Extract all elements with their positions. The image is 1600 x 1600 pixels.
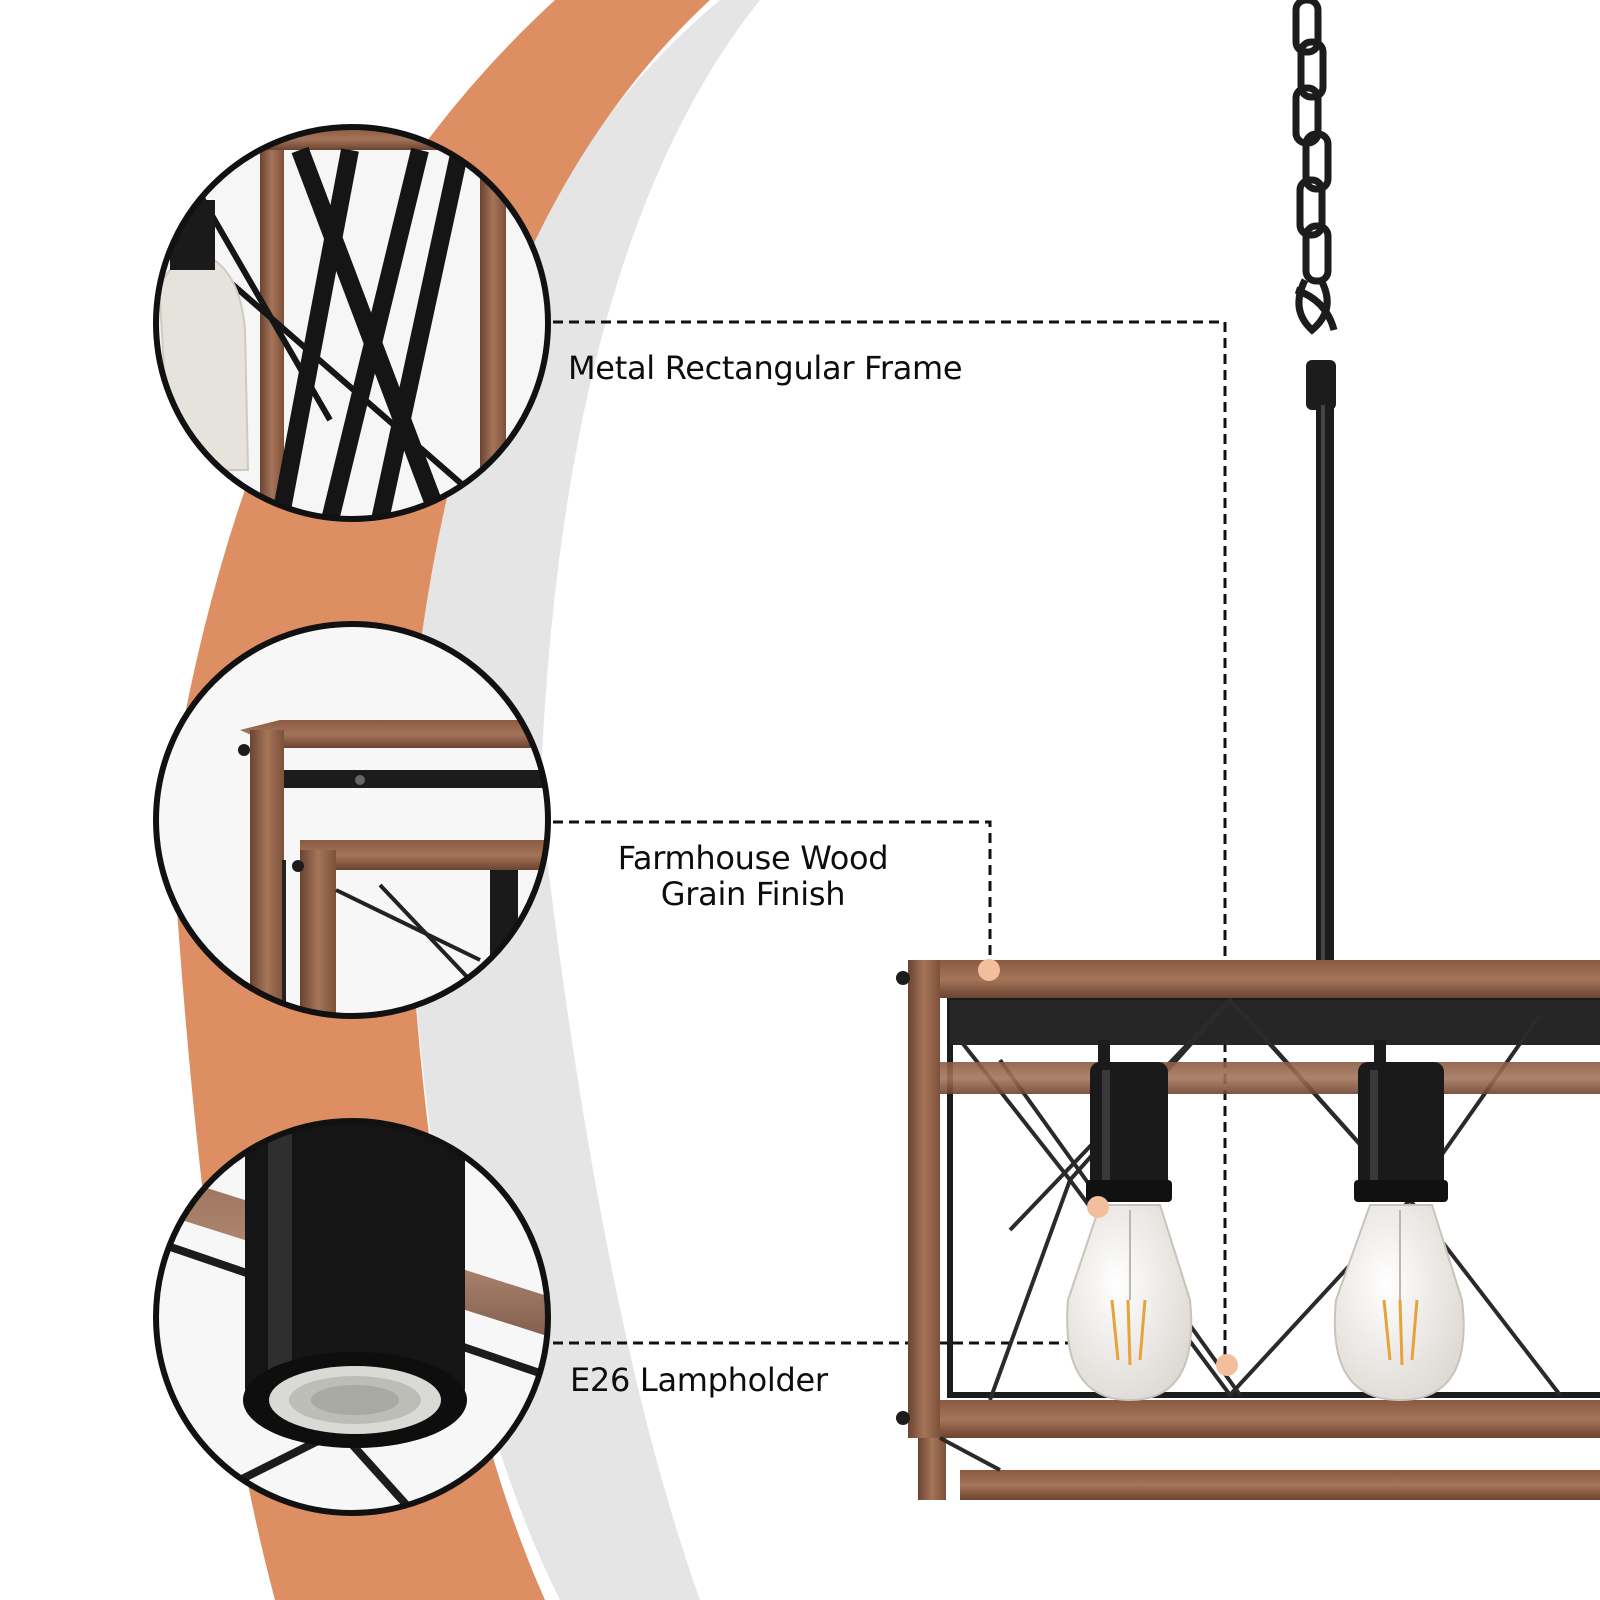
lampholder-1-icon xyxy=(1086,1040,1172,1202)
callout-label-lampholder: E26 Lampholder xyxy=(570,1361,828,1399)
callout-label-wood-line-2: Grain Finish xyxy=(660,875,846,913)
chandelier-fixture xyxy=(896,960,1600,1500)
callout-label-wood-finish: Farmhouse Wood Grain Finish xyxy=(608,840,898,912)
callout-label-wood-line-1: Farmhouse Wood xyxy=(617,839,889,877)
closeup-wood-grain xyxy=(153,621,551,1019)
callout-label-metal-frame: Metal Rectangular Frame xyxy=(568,349,963,387)
hanging-rod-icon xyxy=(1306,360,1336,1015)
closeup-lampholder xyxy=(153,1118,551,1516)
bulb-2-icon xyxy=(1333,1204,1465,1402)
lampholder-2-icon xyxy=(1354,1040,1448,1202)
closeup-metal-frame xyxy=(153,124,551,522)
bulb-1-icon xyxy=(1066,1204,1193,1402)
callout-dots xyxy=(978,959,1238,1376)
hanging-chain-icon xyxy=(1292,0,1338,335)
